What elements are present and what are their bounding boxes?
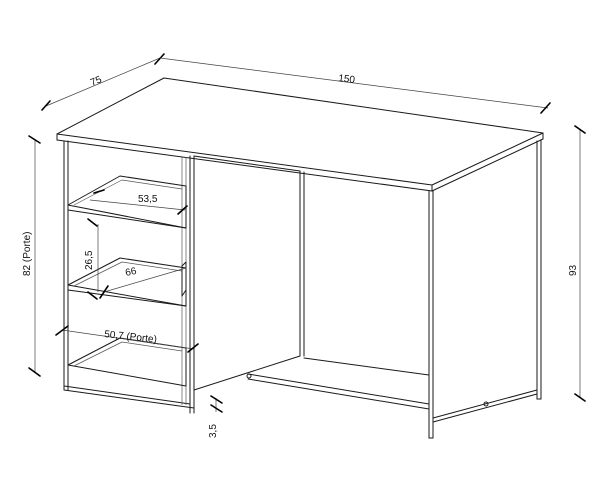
dimension-width: 150 — [159, 57, 551, 114]
desk-frame — [189, 139, 542, 439]
height-label: 93 — [568, 264, 579, 276]
dimension-depth: 75 — [41, 53, 165, 111]
shelf-cabinet — [63, 140, 305, 409]
foot-height-label: 3,5 — [208, 424, 219, 438]
dimension-door-width: 50,7 (Porte) — [55, 325, 199, 353]
door-width-label: 50,7 (Porte) — [104, 329, 158, 345]
desktop-board — [56, 77, 544, 192]
shelf-depth-label: 66 — [124, 266, 138, 279]
dimension-door-height: 82 (Porte) — [22, 135, 41, 377]
door-height-label: 82 (Porte) — [22, 232, 33, 276]
dimension-shelf-depth: 66 — [99, 266, 187, 299]
dimension-height: 93 — [568, 125, 586, 402]
dimension-foot-height: 3,5 — [208, 395, 223, 438]
width-label: 150 — [338, 73, 356, 86]
shelf-spacing-label: 26,5 — [84, 250, 95, 270]
shelf-width-label: 53,5 — [138, 194, 158, 205]
dimension-shelf-spacing: 26,5 — [84, 218, 99, 300]
dimension-shelf-width: 53,5 — [89, 189, 188, 215]
depth-label: 75 — [89, 74, 104, 89]
